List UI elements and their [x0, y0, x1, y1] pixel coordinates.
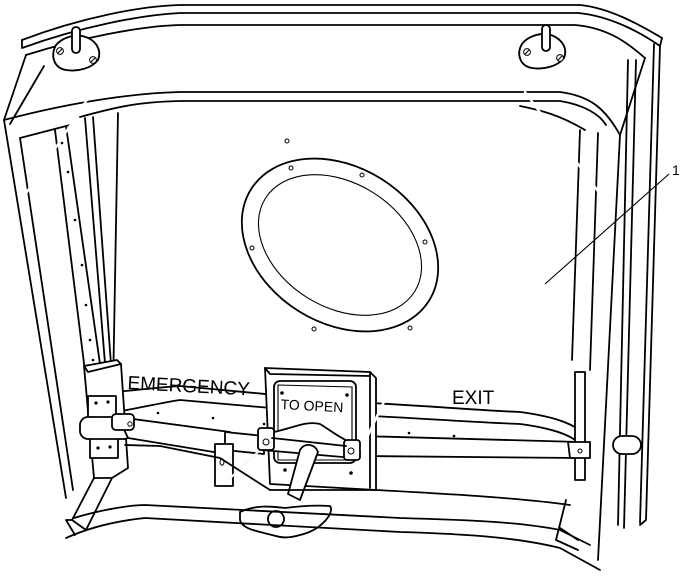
- latch-linkage: [223, 370, 400, 485]
- side-latch-pin[interactable]: [612, 435, 642, 455]
- support-rods: [23, 90, 605, 200]
- to-open-label: TO OPEN: [280, 396, 344, 416]
- callout-number: 1: [672, 162, 680, 178]
- porthole-window: [240, 138, 440, 333]
- exit-label: EXIT: [452, 388, 495, 409]
- left-mounting-bracket: [52, 26, 101, 72]
- right-mounting-bracket: [518, 24, 567, 70]
- callout-leader-line: [544, 173, 670, 285]
- door-inner-panel: [19, 105, 599, 491]
- t-handle[interactable]: [239, 444, 332, 539]
- left-latch-housing: [65, 359, 133, 536]
- door-bottom-frame: [65, 444, 601, 571]
